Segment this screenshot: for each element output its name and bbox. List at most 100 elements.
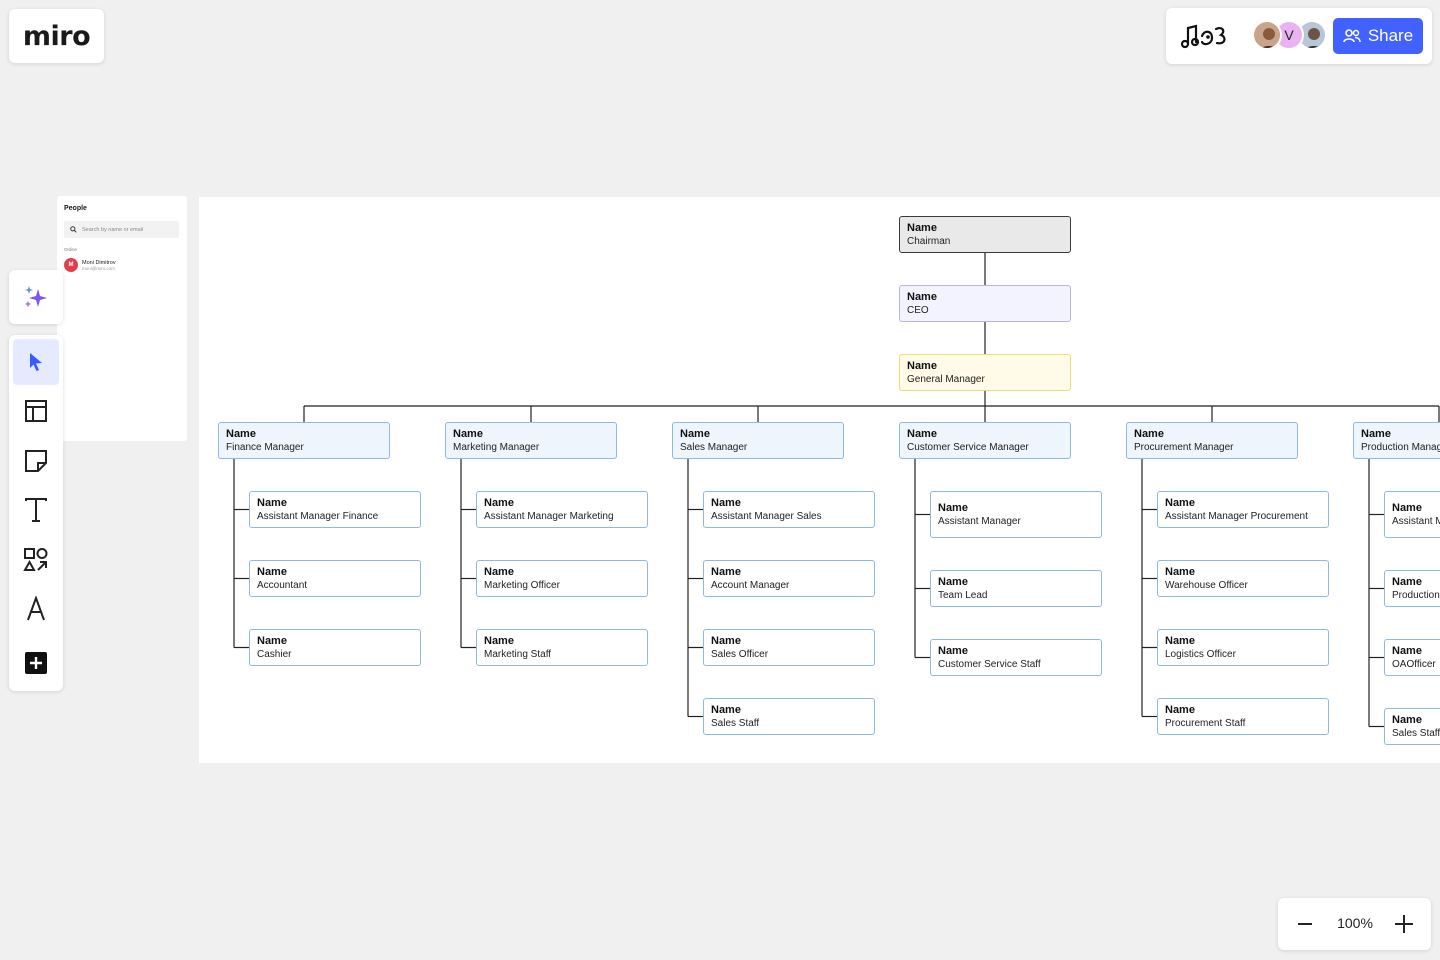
node-role: Cashier <box>257 648 292 660</box>
node-role: Procurement Staff <box>1165 717 1246 729</box>
people-icon <box>1343 29 1361 43</box>
text-icon <box>25 498 47 522</box>
node-name: Name <box>907 359 937 372</box>
node-role: Marketing Officer <box>484 579 560 591</box>
top-right-panel: V Share <box>1166 8 1432 64</box>
zoom-out-button[interactable] <box>1292 911 1318 937</box>
select-tool[interactable] <box>13 339 59 385</box>
node-name: Name <box>938 575 968 588</box>
node-name: Name <box>938 644 968 657</box>
node-name: Name <box>907 427 937 440</box>
user-name: Moni Dimitrov <box>82 259 116 266</box>
user-email: moni@miro.com <box>82 265 115 271</box>
node-name: Name <box>1392 644 1422 657</box>
node-name: Name <box>257 496 287 509</box>
node-role: Assistant Manager Production <box>1392 515 1440 527</box>
node-name: Name <box>711 634 741 647</box>
text-tool[interactable] <box>13 487 59 533</box>
people-list-item[interactable]: M Moni Dimitrov moni@miro.com <box>64 258 116 272</box>
miro-logo[interactable]: miro <box>9 9 104 63</box>
node-name: Name <box>484 565 514 578</box>
node-role: Finance Manager <box>226 441 304 453</box>
online-label: Online <box>64 247 78 252</box>
collaborator-avatar-1[interactable] <box>1252 20 1282 50</box>
node-name: Name <box>1165 703 1195 716</box>
ai-assistant-button[interactable] <box>9 270 63 324</box>
node-role: Assistant Manager Finance <box>257 510 379 522</box>
node-name: Name <box>257 565 287 578</box>
share-label: Share <box>1367 26 1414 45</box>
node-role: Team Lead <box>938 589 988 601</box>
zoom-level[interactable]: 100% <box>1337 915 1373 931</box>
shapes-tool[interactable] <box>13 537 59 583</box>
pen-tool[interactable] <box>13 586 59 632</box>
template-icon <box>25 400 47 422</box>
node-role: Production Officer <box>1392 589 1440 601</box>
shapes-icon <box>23 548 48 571</box>
zoom-in-button[interactable] <box>1391 911 1417 937</box>
node-role: Accountant <box>257 579 308 591</box>
templates-tool[interactable] <box>13 388 59 434</box>
search-icon <box>70 226 77 233</box>
node-role: Customer Service Staff <box>938 658 1041 670</box>
node-role: Marketing Staff <box>484 648 552 660</box>
node-name: Name <box>1134 427 1164 440</box>
node-role: Sales Staff <box>1392 727 1440 739</box>
share-button[interactable]: Share <box>1333 18 1423 54</box>
more-tools[interactable] <box>13 640 59 686</box>
reactions-icon[interactable] <box>1178 20 1230 57</box>
node-role: Assistant Manager Sales <box>711 510 822 522</box>
node-role: Assistant Manager <box>938 515 1021 527</box>
people-search-input[interactable]: Search by name or email <box>64 221 179 238</box>
collaborator-initial: V <box>1284 27 1294 43</box>
collaborator-avatar-3[interactable] <box>1297 20 1327 50</box>
node-role: OAOfficer <box>1392 658 1436 670</box>
people-panel: People Search by name or email Online M … <box>57 196 187 441</box>
pen-icon <box>27 596 45 621</box>
node-name: Name <box>711 565 741 578</box>
sticky-note-tool[interactable] <box>13 438 59 484</box>
cursor-icon <box>30 353 42 371</box>
node-name: Name <box>484 634 514 647</box>
node-role: Sales Manager <box>680 441 748 453</box>
node-role: Logistics Officer <box>1165 648 1236 660</box>
node-name: Name <box>907 290 937 303</box>
plus-icon <box>1395 915 1413 933</box>
node-name: Name <box>907 221 937 234</box>
left-toolbar <box>9 335 63 691</box>
avatar: M <box>64 258 78 272</box>
node-name: Name <box>484 496 514 509</box>
node-role: Sales Staff <box>711 717 760 729</box>
